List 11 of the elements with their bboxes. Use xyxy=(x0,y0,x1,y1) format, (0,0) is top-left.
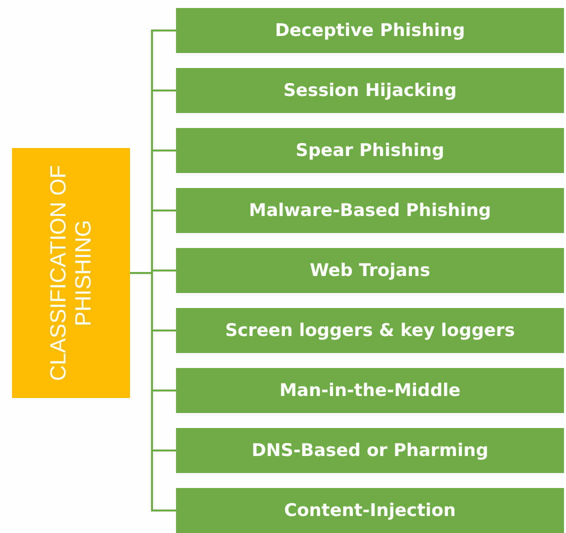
type-box: Man-in-the-Middle xyxy=(176,368,564,413)
type-box: Content-Injection xyxy=(176,488,564,533)
type-box: Session Hijacking xyxy=(176,68,564,113)
type-box: Spear Phishing xyxy=(176,128,564,173)
connector-line xyxy=(130,272,176,512)
type-box: DNS-Based or Pharming xyxy=(176,428,564,473)
type-box: Deceptive Phishing xyxy=(176,8,564,53)
category-box: CLASSIFICATION OF PHISHING xyxy=(12,148,130,398)
type-box: Screen loggers & key loggers xyxy=(176,308,564,353)
type-box: Malware-Based Phishing xyxy=(176,188,564,233)
type-box: Web Trojans xyxy=(176,248,564,293)
